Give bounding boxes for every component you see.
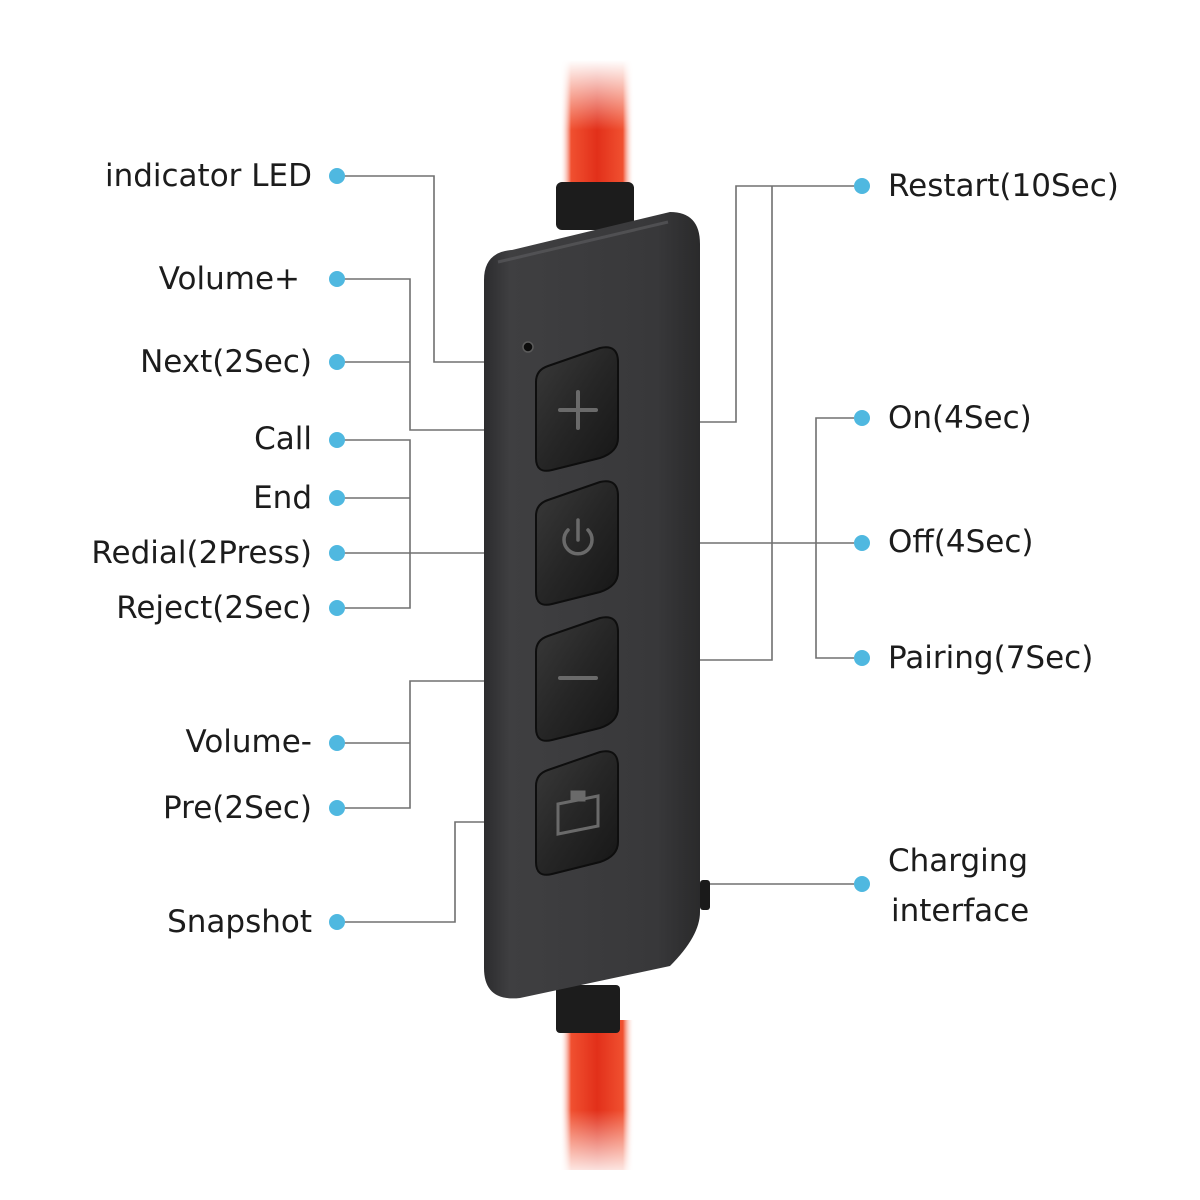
label-end: End — [253, 480, 312, 516]
volume-minus-button[interactable] — [535, 616, 619, 742]
label-indicator-led: indicator LED — [104, 158, 312, 194]
top-collar — [556, 182, 634, 230]
label-charging-line1: Charging — [888, 843, 1029, 879]
remote-body — [484, 212, 700, 999]
leader-lines — [344, 175, 854, 923]
snapshot-button[interactable] — [535, 750, 619, 876]
plus-icon — [558, 390, 598, 430]
label-pre: Pre(2Sec) — [163, 790, 312, 826]
volume-plus-button[interactable] — [535, 346, 619, 472]
label-on: On(4Sec) — [888, 400, 1032, 436]
bottom-collar — [556, 985, 620, 1033]
label-off: Off(4Sec) — [888, 524, 1034, 560]
label-charging-line2: interface — [891, 893, 1030, 929]
label-call: Call — [254, 421, 312, 457]
label-dots — [329, 168, 870, 930]
power-icon — [562, 518, 594, 556]
label-next: Next(2Sec) — [140, 344, 312, 380]
camera-icon — [556, 790, 600, 836]
cable — [540, 60, 660, 1180]
label-redial: Redial(2Press) — [91, 535, 312, 571]
label-restart: Restart(10Sec) — [888, 168, 1119, 204]
label-volume-plus: Volume+ — [158, 261, 300, 297]
charging-port — [700, 880, 710, 910]
label-reject: Reject(2Sec) — [116, 590, 312, 626]
label-pairing: Pairing(7Sec) — [888, 640, 1094, 676]
label-snapshot: Snapshot — [167, 904, 312, 940]
label-volume-minus: Volume- — [185, 724, 312, 760]
label-charging-interface: Charging interface — [888, 836, 1029, 936]
indicator-led — [522, 341, 534, 353]
power-button[interactable] — [535, 480, 619, 606]
